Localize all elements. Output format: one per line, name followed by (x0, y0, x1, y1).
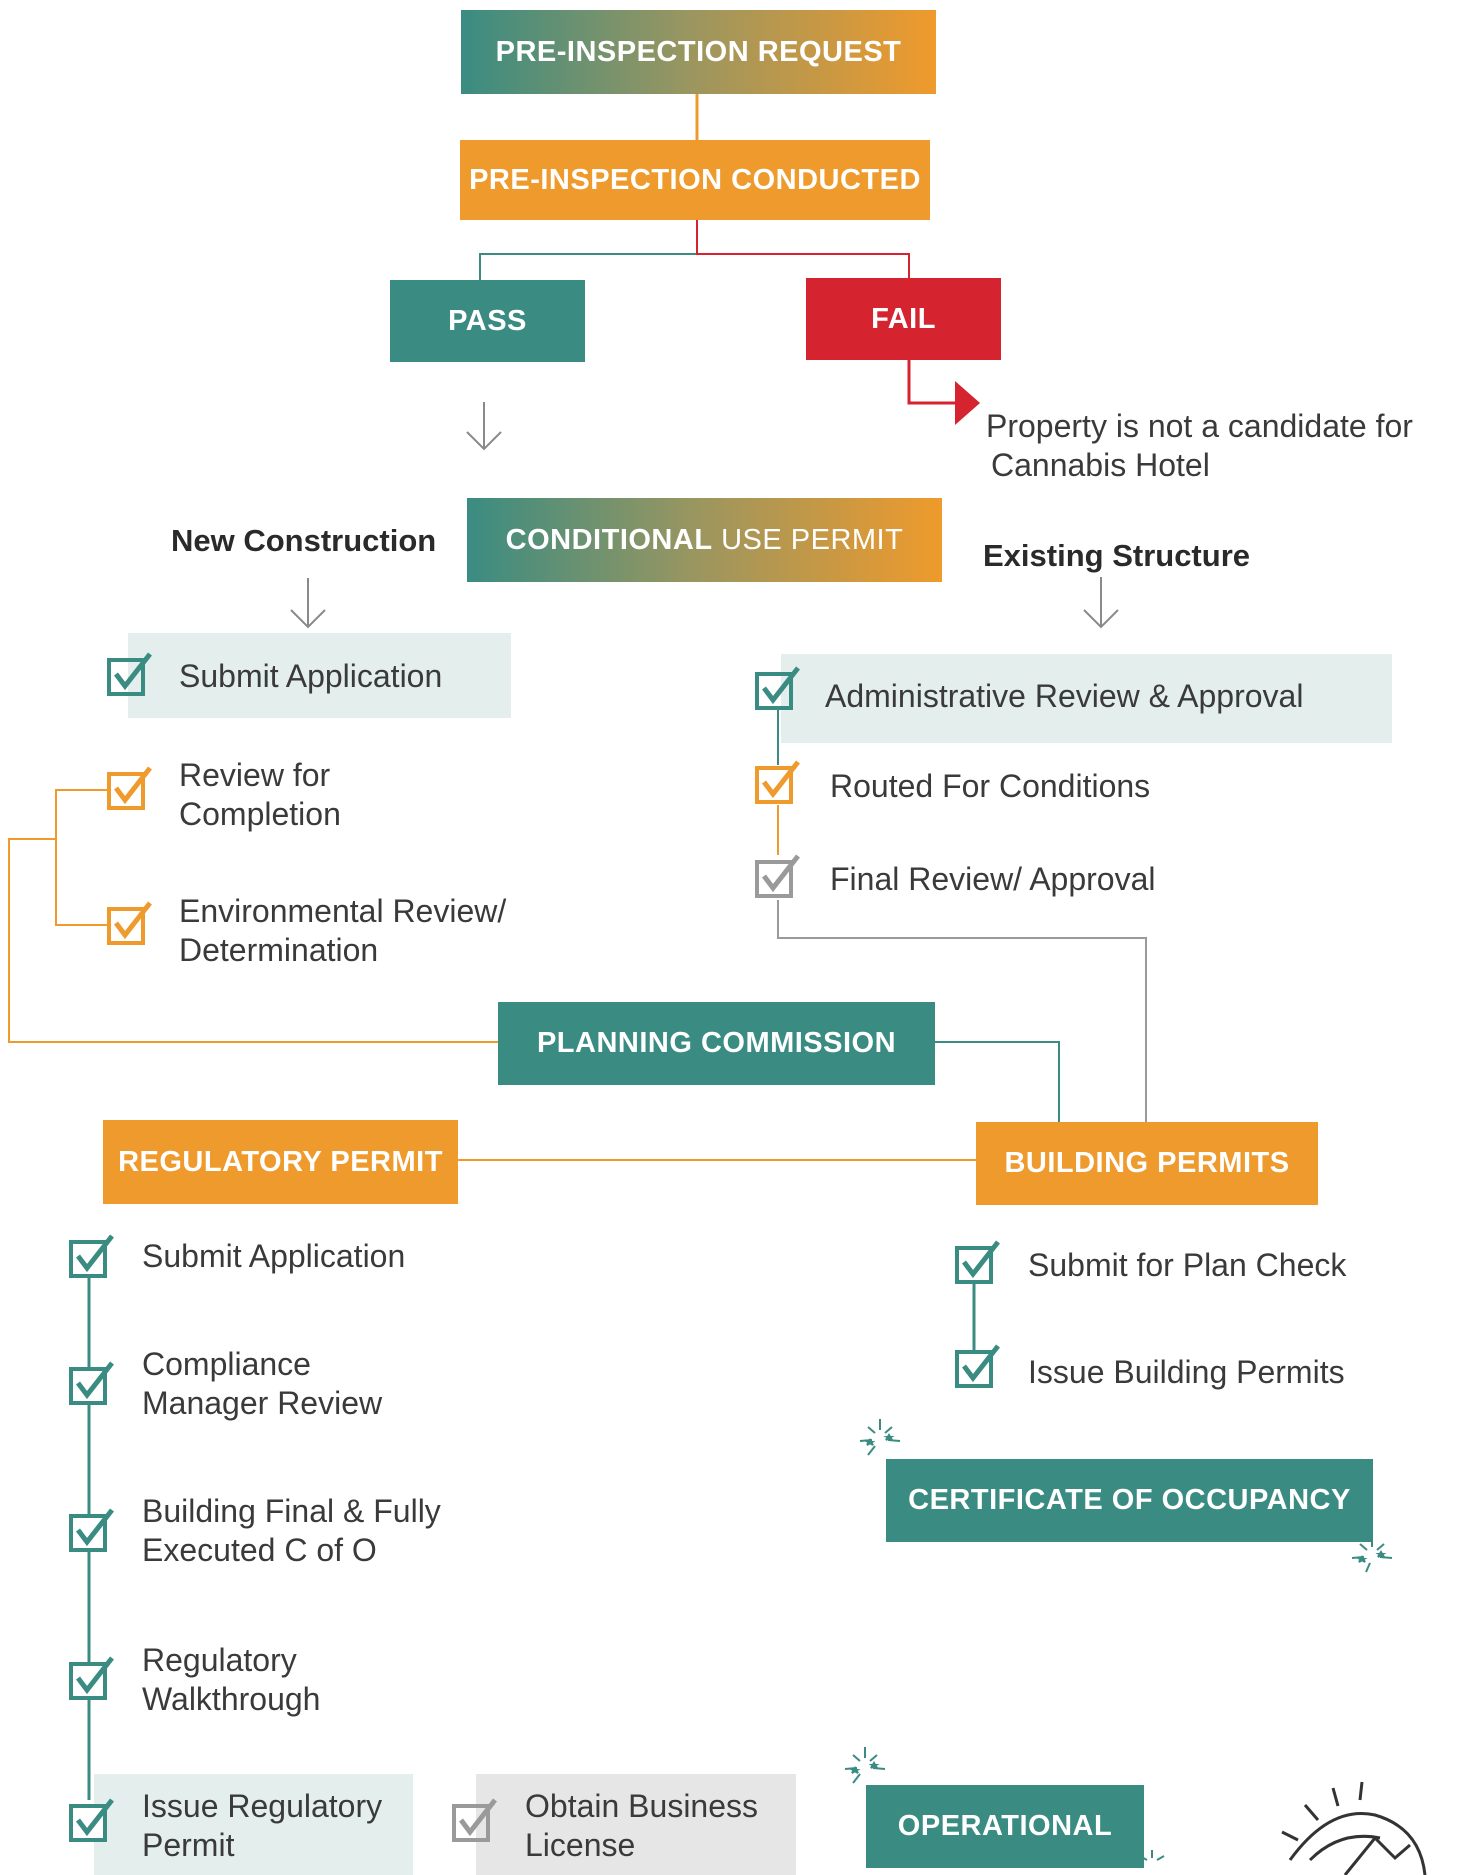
highlight-business-license (476, 1774, 796, 1875)
checkbox-checked-icon (452, 1798, 497, 1842)
es-final-review: Final Review/ Approval (830, 861, 1156, 897)
connector-planning-building (935, 1041, 1060, 1122)
reg-item-3-line2: Executed C of O (142, 1532, 377, 1568)
sparkle-icon (844, 1747, 886, 1784)
es-admin-review: Administrative Review & Approval (825, 678, 1304, 714)
nc-review-line2: Completion (179, 796, 341, 832)
reg-item-2-line2: Manager Review (142, 1385, 383, 1421)
business-license-line1: Obtain Business (525, 1788, 759, 1824)
es-routed-conditions: Routed For Conditions (830, 768, 1151, 804)
building-permits-box: BUILDING PERMITS (976, 1122, 1318, 1205)
pre-inspection-conducted-label: PRE-INSPECTION CONDUCTED (469, 163, 921, 196)
building-plan-check: Submit for Plan Check (1028, 1247, 1347, 1283)
sun-mountain-icon (1281, 1781, 1427, 1875)
building-permits-label: BUILDING PERMITS (1004, 1147, 1290, 1179)
checkbox-checked-icon (955, 1240, 1000, 1284)
checkbox-checked-icon (69, 1656, 114, 1700)
reg-item-5-line1: Issue Regulatory (142, 1788, 383, 1824)
certificate-of-occupancy-box: CERTIFICATE OF OCCUPANCY (886, 1459, 1373, 1542)
checkbox-checked-icon (755, 854, 800, 898)
pre-inspection-request-box: PRE-INSPECTION REQUEST (461, 10, 936, 94)
reg-item-3-line1: Building Final & Fully (142, 1493, 441, 1529)
checkbox-checked-icon (107, 901, 152, 945)
highlight-submit-application (128, 633, 511, 718)
operational-box: OPERATIONAL (866, 1785, 1144, 1868)
certificate-of-occupancy-label: CERTIFICATE OF OCCUPANCY (908, 1484, 1351, 1516)
fail-arrow-line (907, 360, 960, 405)
fail-arrow-head (955, 381, 980, 425)
pass-box: PASS (390, 280, 585, 362)
cup-label-light: USE PERMIT (712, 523, 904, 556)
fail-note-line1: Property is not a candidate for (986, 408, 1413, 444)
highlight-admin-review (781, 654, 1392, 743)
sparkle-icon (859, 1419, 901, 1456)
connector-to-fail (696, 220, 910, 278)
reg-item-1-line1: Submit Application (142, 1238, 406, 1274)
fail-box: FAIL (806, 278, 1001, 360)
pre-inspection-request-label: PRE-INSPECTION REQUEST (495, 35, 902, 68)
planning-commission-box: PLANNING COMMISSION (498, 1002, 935, 1085)
operational-label: OPERATIONAL (897, 1810, 1113, 1842)
connector-final-to-building (777, 900, 1147, 1122)
business-license-line2: License (525, 1827, 636, 1863)
checkbox-checked-icon (69, 1361, 114, 1405)
connector-to-planning (8, 838, 498, 1043)
reg-item-5-line2: Permit (142, 1827, 235, 1863)
cup-label-bold: CONDITIONAL (505, 523, 713, 556)
fail-note-line2: Cannabis Hotel (991, 447, 1210, 483)
new-construction-header: New Construction (171, 523, 437, 558)
nc-review-line1: Review for (179, 757, 331, 793)
reg-item-4-line1: Regulatory (142, 1642, 297, 1678)
reg-item-4-line2: Walkthrough (142, 1681, 321, 1717)
nc-env-line2: Determination (179, 932, 379, 968)
building-issue-permits: Issue Building Permits (1028, 1354, 1345, 1390)
checkbox-checked-icon (755, 666, 800, 710)
checkbox-checked-icon (69, 1508, 114, 1552)
reg-item-2-line1: Compliance (142, 1346, 311, 1382)
highlight-issue-regulatory (94, 1774, 413, 1875)
pass-label: PASS (448, 304, 527, 337)
pre-inspection-conducted-box: PRE-INSPECTION CONDUCTED (460, 140, 930, 220)
regulatory-permit-label: REGULATORY PERMIT (118, 1145, 443, 1178)
fail-label: FAIL (871, 302, 936, 335)
arrow-down-icon (466, 402, 502, 451)
nc-env-line1: Environmental Review/ (179, 893, 507, 929)
planning-commission-label: PLANNING COMMISSION (536, 1027, 897, 1059)
regulatory-permit-box: REGULATORY PERMIT (103, 1120, 458, 1204)
nc-submit-application: Submit Application (179, 658, 443, 694)
connector-to-pass (479, 220, 698, 280)
checkbox-checked-icon (69, 1798, 114, 1842)
existing-structure-header: Existing Structure (983, 538, 1250, 573)
checkbox-checked-icon (955, 1344, 1000, 1388)
checkbox-checked-icon (69, 1234, 114, 1278)
conditional-use-permit-box: CONDITIONAL USE PERMIT (467, 498, 942, 582)
checkbox-checked-icon (107, 766, 152, 810)
checkbox-checked-icon (755, 760, 800, 804)
checkbox-checked-icon (107, 652, 152, 696)
bracket-new-construction (55, 789, 108, 926)
arrow-down-icon (1083, 577, 1119, 629)
arrow-down-icon (290, 578, 326, 629)
